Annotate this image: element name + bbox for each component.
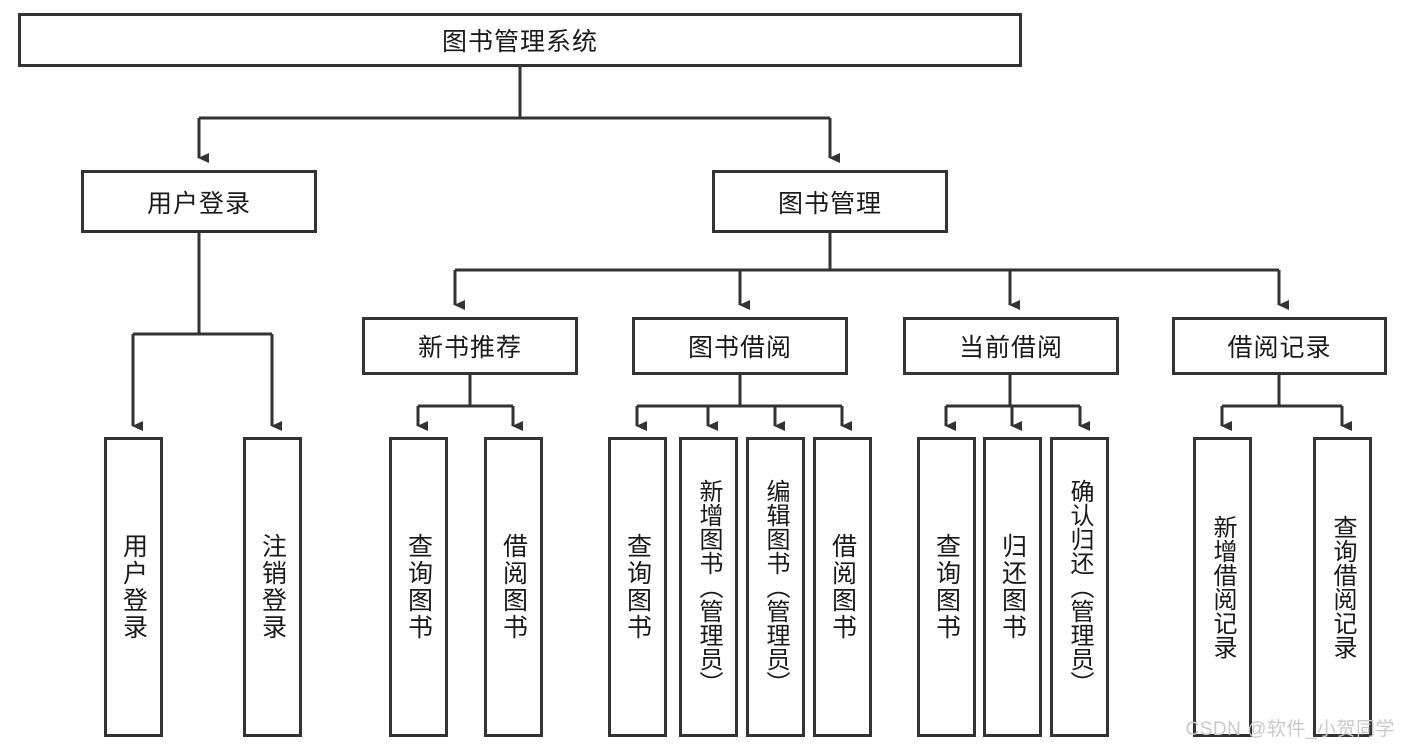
node-leaf-logout-login[interactable]: 注销登录 [243, 437, 302, 737]
node-label: 注销登录 [258, 533, 287, 641]
node-label: 借阅图书 [499, 533, 528, 641]
node-label: 编辑图书（管理员） [762, 479, 789, 695]
node-label: 新增图书（管理员） [695, 479, 722, 695]
node-leaf-query-book-3[interactable]: 查询图书 [917, 437, 976, 737]
node-leaf-edit-book[interactable]: 编辑图书（管理员） [746, 437, 805, 737]
node-leaf-query-book-2[interactable]: 查询图书 [608, 437, 667, 737]
node-label: 查询借阅记录 [1329, 515, 1356, 659]
node-label: 查询图书 [932, 533, 961, 641]
node-leaf-return-book[interactable]: 归还图书 [983, 437, 1042, 737]
node-label: 当前借阅 [958, 334, 1063, 362]
node-label: 用户登录 [146, 189, 251, 218]
node-book-management[interactable]: 图书管理 [712, 170, 948, 233]
node-label: 查询图书 [404, 533, 433, 641]
node-label: 借阅图书 [828, 533, 857, 641]
node-label: 查询图书 [623, 533, 652, 641]
node-label: 用户登录 [119, 533, 148, 641]
node-label: 归还图书 [998, 533, 1027, 641]
node-book-management-system[interactable]: 图书管理系统 [18, 13, 1022, 67]
node-user-login[interactable]: 用户登录 [81, 170, 317, 233]
node-label: 图书借阅 [687, 334, 792, 362]
node-leaf-confirm-return[interactable]: 确认归还（管理员） [1050, 437, 1109, 737]
node-book-borrow[interactable]: 图书借阅 [632, 317, 848, 375]
node-leaf-add-record[interactable]: 新增借阅记录 [1193, 437, 1252, 737]
node-borrow-record[interactable]: 借阅记录 [1172, 317, 1387, 375]
node-label: 借阅记录 [1227, 334, 1332, 362]
node-label: 图书管理 [777, 189, 882, 218]
watermark-text: CSDN @软件_小贺同学 [1185, 719, 1395, 740]
node-current-borrow[interactable]: 当前借阅 [903, 317, 1119, 375]
node-label: 新书推荐 [417, 334, 522, 362]
node-leaf-add-book[interactable]: 新增图书（管理员） [679, 437, 738, 737]
node-leaf-query-record[interactable]: 查询借阅记录 [1313, 437, 1372, 737]
node-new-book-recommend[interactable]: 新书推荐 [362, 317, 578, 375]
node-leaf-user-login[interactable]: 用户登录 [104, 437, 163, 737]
node-leaf-borrow-book-1[interactable]: 借阅图书 [484, 437, 543, 737]
node-label: 确认归还（管理员） [1066, 479, 1093, 695]
node-label: 图书管理系统 [441, 28, 598, 56]
node-label: 新增借阅记录 [1209, 515, 1236, 659]
node-leaf-query-book-1[interactable]: 查询图书 [389, 437, 448, 737]
node-leaf-borrow-book-2[interactable]: 借阅图书 [813, 437, 872, 737]
